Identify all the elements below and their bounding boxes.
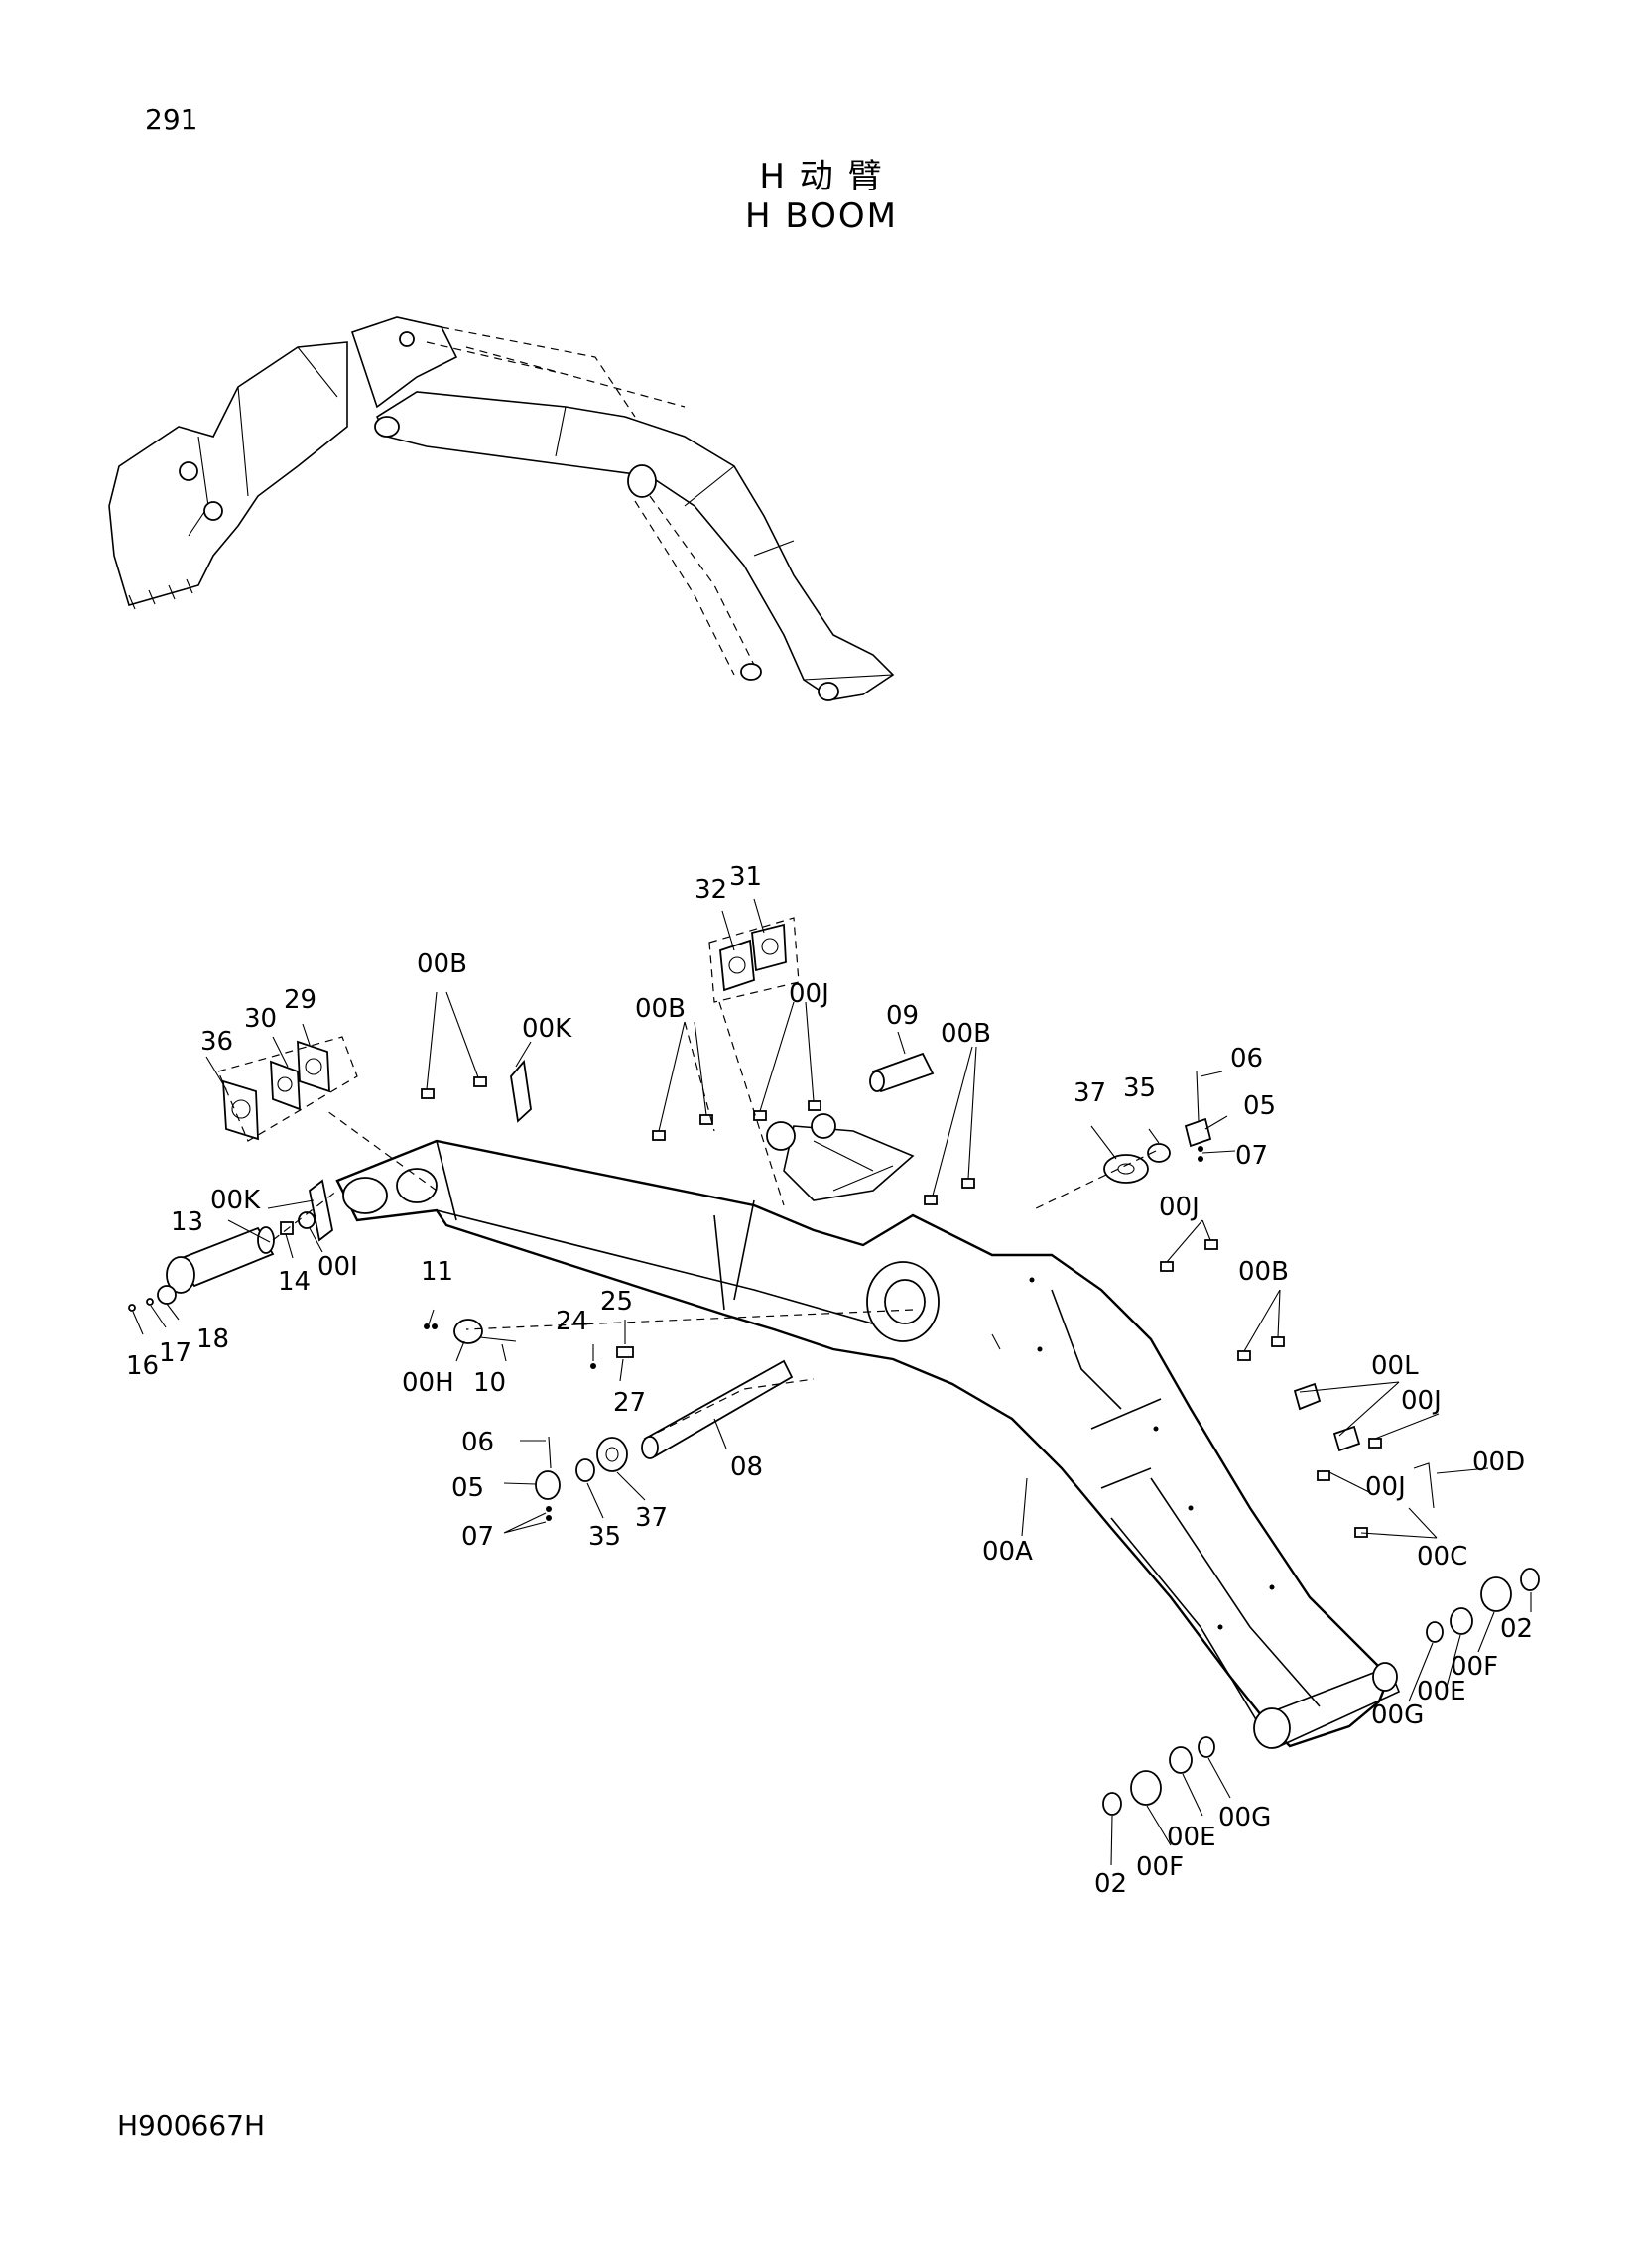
callout-label: 17: [159, 1338, 191, 1368]
callout-label: 07: [1235, 1141, 1268, 1171]
title-english: H BOOM: [745, 196, 898, 236]
callout-label: 29: [284, 985, 316, 1015]
callout-label: 14: [278, 1267, 311, 1297]
callout-label: 35: [1123, 1073, 1156, 1103]
callout-label: 32: [695, 875, 727, 905]
page-number: 291: [145, 103, 198, 136]
leader-lines: [132, 898, 1532, 1866]
callout-label: 18: [196, 1324, 229, 1354]
callout-label: 00F: [1451, 1652, 1498, 1682]
loose-parts: [128, 917, 1540, 1816]
callout-label: 30: [244, 1004, 277, 1034]
callout-label: 00L: [1371, 1351, 1419, 1381]
callout-label: 35: [588, 1522, 621, 1552]
callout-label: 11: [421, 1257, 453, 1287]
callout-label: 16: [126, 1351, 159, 1381]
callout-label: 00B: [635, 994, 686, 1024]
document-code: H900667H: [117, 2109, 265, 2142]
callout-label: 05: [1243, 1091, 1276, 1121]
callout-label: 00K: [522, 1014, 572, 1044]
callout-label: 05: [451, 1473, 484, 1503]
callout-label: 36: [200, 1027, 233, 1057]
callout-label: 02: [1500, 1614, 1533, 1644]
callout-label: 00J: [1159, 1193, 1200, 1222]
overview-assembly: [108, 316, 895, 701]
callout-label: 02: [1094, 1869, 1127, 1899]
callout-label: 00A: [982, 1537, 1033, 1567]
callout-label: 07: [461, 1522, 494, 1552]
callout-label: 06: [1230, 1044, 1263, 1073]
callout-label: 37: [635, 1503, 668, 1533]
title-chinese: H 动 臂: [759, 157, 884, 196]
callout-label: 00J: [1365, 1472, 1406, 1502]
callout-label: 00H: [402, 1368, 454, 1398]
callout-labels: 32 31 00B 00B 00J 09 00B 00K 36 30 29 06…: [126, 862, 1533, 1899]
callout-label: 00E: [1417, 1677, 1466, 1706]
callout-label: 24: [556, 1307, 588, 1336]
callout-label: 06: [461, 1428, 494, 1457]
callout-label: 00B: [1238, 1257, 1289, 1287]
callout-label: 00J: [1401, 1386, 1442, 1416]
callout-label: 25: [600, 1287, 633, 1317]
callout-label: 00I: [317, 1252, 358, 1282]
callout-label: 00G: [1371, 1701, 1424, 1730]
boom-body: [335, 1113, 1401, 1749]
callout-label: 08: [730, 1452, 763, 1482]
callout-label: 00C: [1417, 1542, 1467, 1572]
callout-label: 09: [886, 1001, 919, 1031]
callout-label: 13: [171, 1207, 203, 1237]
callout-label: 00F: [1136, 1852, 1184, 1882]
callout-label: 27: [613, 1388, 646, 1418]
callout-label: 00G: [1218, 1803, 1271, 1832]
callout-label: 37: [1074, 1078, 1106, 1108]
callout-label: 00B: [417, 949, 467, 979]
callout-label: 10: [473, 1368, 506, 1398]
callout-label: 00E: [1167, 1823, 1216, 1852]
callout-label: 00J: [789, 979, 829, 1009]
callout-label: 00K: [210, 1186, 261, 1215]
callout-label: 31: [729, 862, 762, 892]
callout-label: 00B: [941, 1019, 991, 1049]
callout-label: 00D: [1472, 1448, 1525, 1477]
